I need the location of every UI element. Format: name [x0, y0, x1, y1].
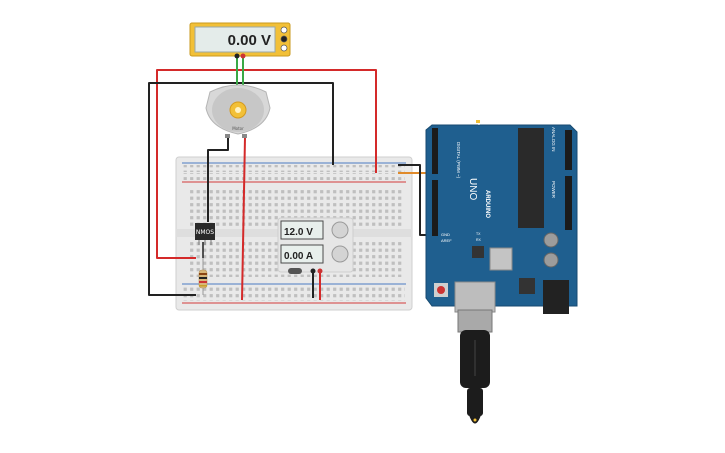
l-led-indicator — [476, 120, 480, 123]
board-model-label: UNO — [467, 178, 478, 200]
motor-label: Motor — [232, 126, 244, 131]
digital-header-top[interactable] — [432, 128, 438, 174]
nmos-transistor[interactable]: NMOS — [195, 223, 215, 245]
psu-current-readout: 0.00 A — [284, 251, 313, 262]
psu-power-switch[interactable] — [288, 268, 302, 274]
psu-voltage-display — [280, 220, 324, 240]
psu-voltage-knob[interactable] — [331, 221, 349, 239]
wire-black-motor[interactable] — [207, 137, 229, 222]
probe-terminal-red[interactable] — [240, 53, 246, 59]
usb-cable[interactable] — [457, 309, 493, 424]
board-brand-label: ARDUINO — [484, 190, 490, 218]
mode-v-icon[interactable] — [280, 35, 288, 43]
analog-header[interactable] — [565, 130, 572, 170]
psu-current-display — [280, 244, 324, 264]
capacitor — [543, 232, 559, 248]
multimeter[interactable]: 0.00 V — [189, 22, 291, 59]
wire-red-motor[interactable] — [241, 136, 246, 301]
wire-black-main[interactable] — [148, 82, 334, 296]
capacitor — [543, 252, 559, 268]
analog-in-label: ANALOG IN — [551, 127, 556, 152]
gnd-label: GND — [441, 232, 450, 237]
psu-voltage-readout: 12.0 V — [284, 227, 313, 238]
mode-ohm-icon[interactable] — [280, 44, 288, 52]
mode-a-icon[interactable] — [280, 26, 288, 34]
transistor-label: NMOS — [196, 229, 214, 236]
power-jack[interactable] — [543, 280, 569, 314]
resistor[interactable] — [198, 258, 208, 295]
power-label: POWER — [551, 181, 556, 199]
multimeter-reading: 0.00 V — [228, 32, 271, 49]
aref-label: AREF — [441, 238, 452, 243]
arduino-uno[interactable]: UNO ARDUINO DIGITAL (PWM ~) ANALOG IN PO… — [425, 120, 578, 314]
tx-label: TX — [476, 232, 481, 236]
wire-red-main[interactable] — [156, 69, 377, 259]
usb-port[interactable] — [454, 281, 496, 313]
dc-motor[interactable]: Motor — [205, 84, 271, 138]
power-header[interactable] — [565, 176, 572, 230]
probe-terminal-black[interactable] — [234, 53, 240, 59]
digital-header-bottom[interactable] — [432, 180, 438, 236]
rx-label: RX — [476, 238, 482, 242]
power-supply[interactable]: 12.0 V 0.00 A — [277, 217, 354, 274]
l-led-label: L — [478, 122, 480, 126]
psu-current-knob[interactable] — [331, 245, 349, 263]
atmega-chip — [518, 128, 544, 228]
digital-pwm-label: DIGITAL (PWM ~) — [456, 142, 461, 179]
multimeter-display — [194, 26, 276, 53]
